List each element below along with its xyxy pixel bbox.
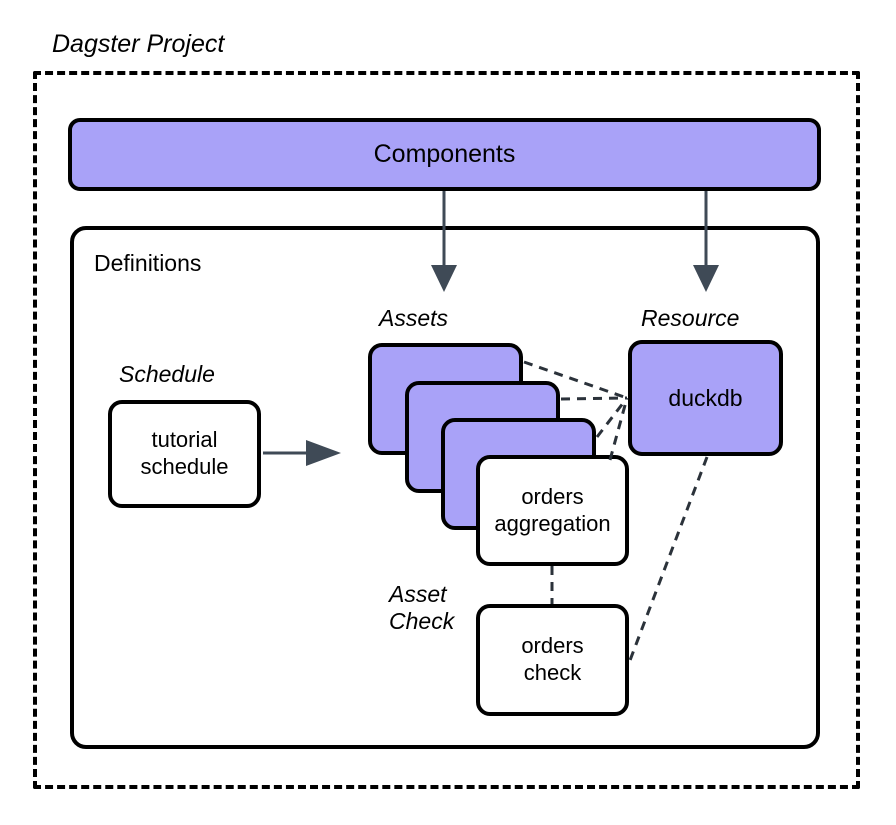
dagster-project-frame [33, 71, 860, 789]
duckdb-label: duckdb [668, 384, 743, 411]
orders-aggregation-label-line2: aggregation [494, 510, 611, 536]
project-title: Dagster Project [52, 30, 225, 58]
components-label: Components [373, 140, 516, 169]
orders-check-node[interactable]: orders check [476, 604, 629, 716]
orders-check-label-line2: check [523, 660, 582, 685]
assets-group-label: Assets [379, 305, 449, 331]
asset-check-group-label-line2: Check [389, 608, 455, 635]
definitions-title: Definitions [94, 250, 202, 276]
orders-aggregation-label-line1: orders [521, 483, 584, 509]
tutorial-schedule-node[interactable]: tutorial schedule [108, 400, 261, 508]
asset-check-group-label-line1: Asset [389, 581, 447, 607]
schedule-group-label: Schedule [119, 361, 215, 387]
components-node[interactable]: Components [68, 118, 821, 191]
orders-aggregation-node[interactable]: orders aggregation [476, 455, 629, 566]
tutorial-schedule-label-line1: tutorial [151, 427, 218, 453]
duckdb-resource-node[interactable]: duckdb [628, 340, 783, 456]
resource-group-label: Resource [641, 305, 740, 331]
orders-check-label-line1: orders [521, 633, 584, 659]
tutorial-schedule-label-line2: schedule [140, 454, 229, 479]
